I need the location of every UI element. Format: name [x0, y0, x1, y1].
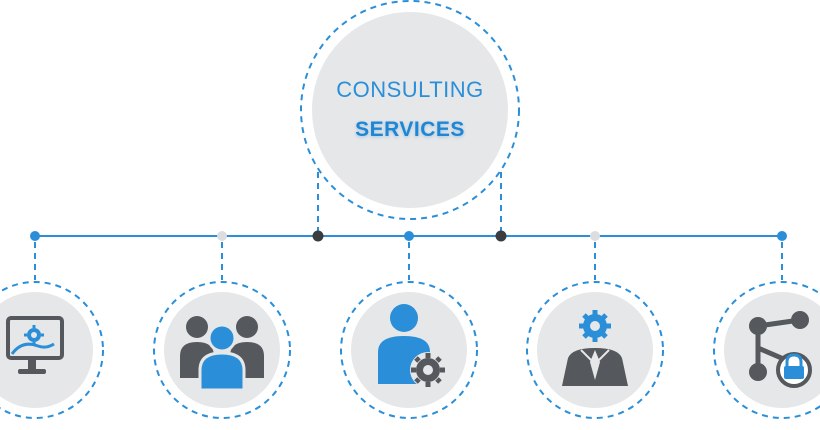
connector-dot	[312, 230, 324, 242]
businessman-gear-icon	[562, 310, 628, 386]
center-circle	[312, 12, 508, 208]
service-node-monitor	[0, 281, 104, 419]
service-node-businessman	[526, 281, 664, 419]
user-gear-icon	[378, 304, 446, 388]
center-title: CONSULTING	[336, 77, 484, 102]
connector-dot	[590, 231, 600, 241]
service-node-team	[153, 281, 291, 419]
network-lock-icon	[749, 311, 812, 388]
service-node-user-gear	[340, 281, 478, 419]
team-icon	[180, 316, 264, 392]
connector-dot	[30, 231, 40, 241]
center-subtitle: SERVICES	[355, 118, 465, 141]
monitor-gear-icon	[6, 316, 64, 374]
connector-dot	[404, 231, 414, 241]
connector-dot	[777, 231, 787, 241]
center-circle-dashed-ring	[300, 0, 520, 220]
connector-dot	[217, 231, 227, 241]
service-node-network-lock	[713, 281, 820, 419]
connector-dot	[495, 230, 507, 242]
